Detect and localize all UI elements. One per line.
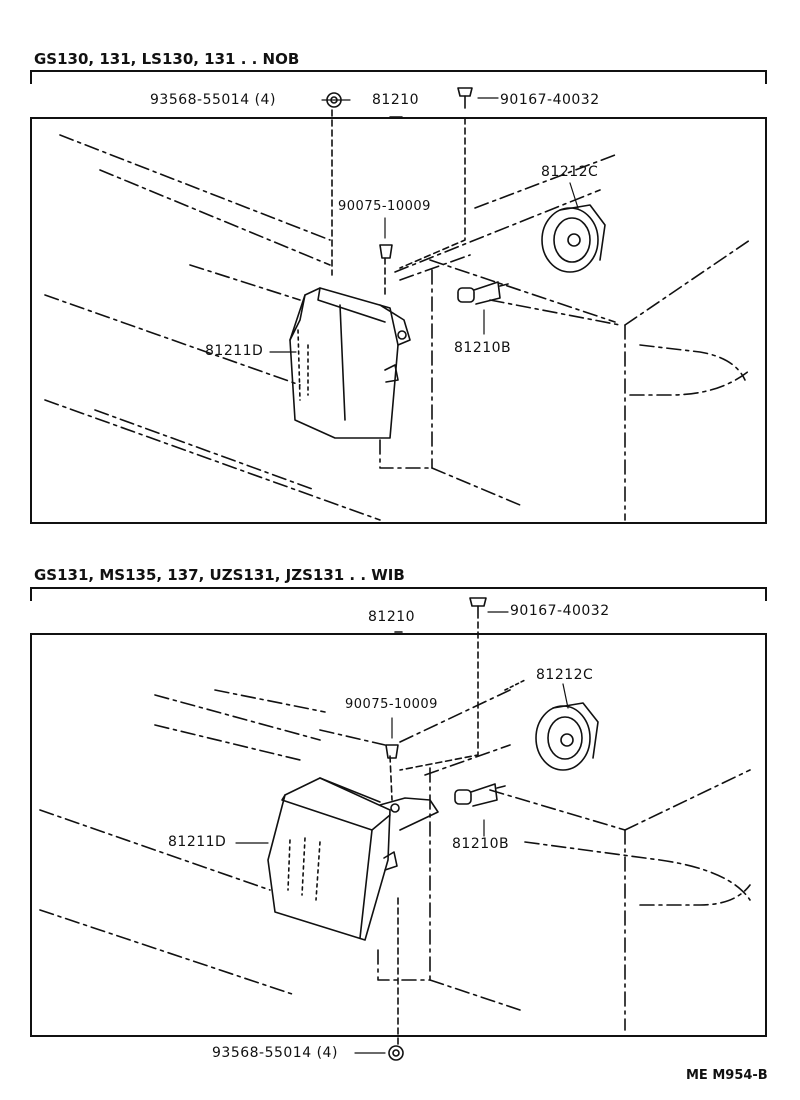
screw-icon bbox=[457, 87, 473, 97]
lamp-unit-icon bbox=[267, 777, 439, 941]
part-label-socket: 81212C bbox=[536, 667, 594, 683]
body-outline-1 bbox=[44, 134, 751, 521]
section-1-header: GS130, 131, LS130, 131 . . NOB bbox=[34, 50, 300, 68]
part-label-clip: 90075-10009 bbox=[338, 199, 431, 214]
section-1-panel bbox=[30, 117, 767, 524]
section-2-header: GS131, MS135, 137, UZS131, JZS131 . . WI… bbox=[34, 566, 405, 584]
diagram-reference-code: ME M954-B bbox=[686, 1068, 768, 1083]
body-outline-2 bbox=[39, 689, 751, 1031]
part-label-assembly: 81210 bbox=[372, 92, 420, 108]
socket-icon bbox=[535, 702, 599, 771]
bulb-icon bbox=[454, 783, 506, 807]
bulb-icon bbox=[457, 281, 509, 305]
part-label-screw: 90167-40032 bbox=[510, 603, 610, 619]
part-label-assembly: 81210 bbox=[368, 609, 416, 625]
section-2-panel bbox=[30, 633, 767, 1037]
nut-icon bbox=[388, 1045, 404, 1061]
section-1-bracket bbox=[30, 70, 767, 84]
part-label-nut: 93568-55014 (4) bbox=[212, 1045, 338, 1061]
screw-leader-1 bbox=[399, 117, 466, 269]
part-label-bulb: 81210B bbox=[454, 340, 512, 356]
part-label-lamp-unit: 81211D bbox=[168, 834, 227, 850]
clip-icon bbox=[379, 244, 393, 259]
part-label-bulb: 81210B bbox=[452, 836, 510, 852]
part-label-lamp-unit: 81211D bbox=[205, 343, 264, 359]
screw-icon bbox=[469, 597, 487, 607]
part-label-nut: 93568-55014 (4) bbox=[150, 92, 276, 108]
section-2-bracket bbox=[30, 587, 767, 601]
socket-icon bbox=[541, 204, 606, 273]
lamp-unit-icon bbox=[289, 287, 411, 439]
clip-icon bbox=[385, 744, 399, 759]
screw-leader-2 bbox=[399, 621, 479, 771]
part-label-screw: 90167-40032 bbox=[500, 92, 600, 108]
nut-icon bbox=[326, 92, 342, 108]
part-label-clip: 90075-10009 bbox=[345, 697, 438, 712]
